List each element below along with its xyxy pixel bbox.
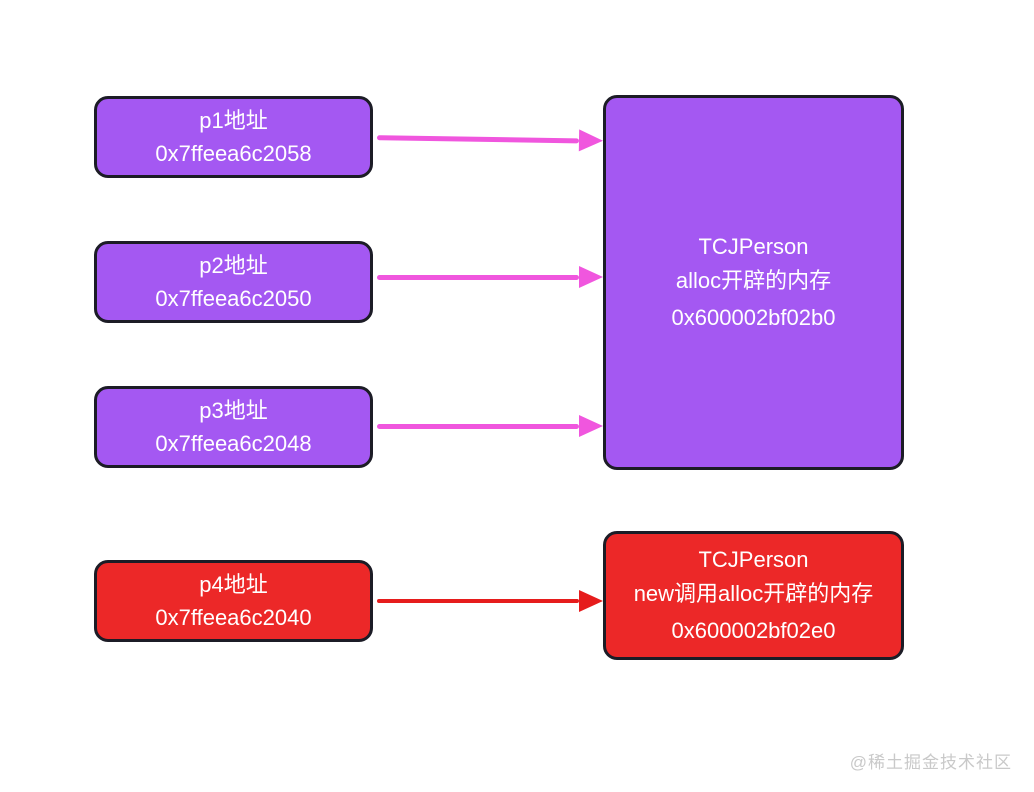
arrow-p1-to-alloc	[376, 126, 604, 152]
pointer-box-p4: p4地址 0x7ffeea6c2040	[94, 560, 373, 642]
memory-block-title: TCJPerson	[698, 547, 809, 572]
pointer-box-p3: p3地址 0x7ffeea6c2048	[94, 386, 373, 468]
memory-block-address: 0x600002bf02e0	[671, 618, 836, 643]
pointer-box-p2: p2地址 0x7ffeea6c2050	[94, 241, 373, 323]
pointer-p3-address: 0x7ffeea6c2048	[155, 431, 312, 456]
pointer-p1-address: 0x7ffeea6c2058	[155, 141, 312, 166]
memory-block-subtitle: new调用alloc开辟的内存	[633, 581, 874, 606]
pointer-p3-label: p3地址	[199, 398, 268, 423]
arrow-shaft	[376, 134, 580, 143]
arrow-shaft	[377, 274, 579, 280]
arrow-head-icon	[579, 590, 603, 612]
arrow-shaft	[377, 599, 579, 603]
arrow-head-icon	[579, 415, 603, 437]
memory-block-alloc: TCJPerson alloc开辟的内存 0x600002bf02b0	[603, 95, 904, 470]
memory-block-subtitle: alloc开辟的内存	[675, 268, 832, 293]
pointer-box-p1: p1地址 0x7ffeea6c2058	[94, 96, 373, 178]
memory-block-title: TCJPerson	[698, 234, 809, 259]
pointer-p4-label: p4地址	[199, 572, 268, 597]
memory-block-new-alloc: TCJPerson new调用alloc开辟的内存 0x600002bf02e0	[603, 531, 904, 660]
arrow-p4-to-new-alloc	[377, 590, 603, 612]
arrow-p2-to-alloc	[377, 266, 603, 288]
pointer-p2-label: p2地址	[199, 253, 268, 278]
memory-block-address: 0x600002bf02b0	[671, 305, 836, 330]
pointer-p2-address: 0x7ffeea6c2050	[155, 286, 312, 311]
arrow-head-icon	[579, 266, 603, 288]
pointer-p1-label: p1地址	[199, 108, 268, 133]
pointer-p4-address: 0x7ffeea6c2040	[155, 605, 312, 630]
arrow-p3-to-alloc	[377, 415, 603, 437]
arrow-head-icon	[578, 129, 604, 152]
arrow-shaft	[377, 423, 579, 429]
watermark: @稀土掘金技术社区	[849, 753, 1012, 772]
